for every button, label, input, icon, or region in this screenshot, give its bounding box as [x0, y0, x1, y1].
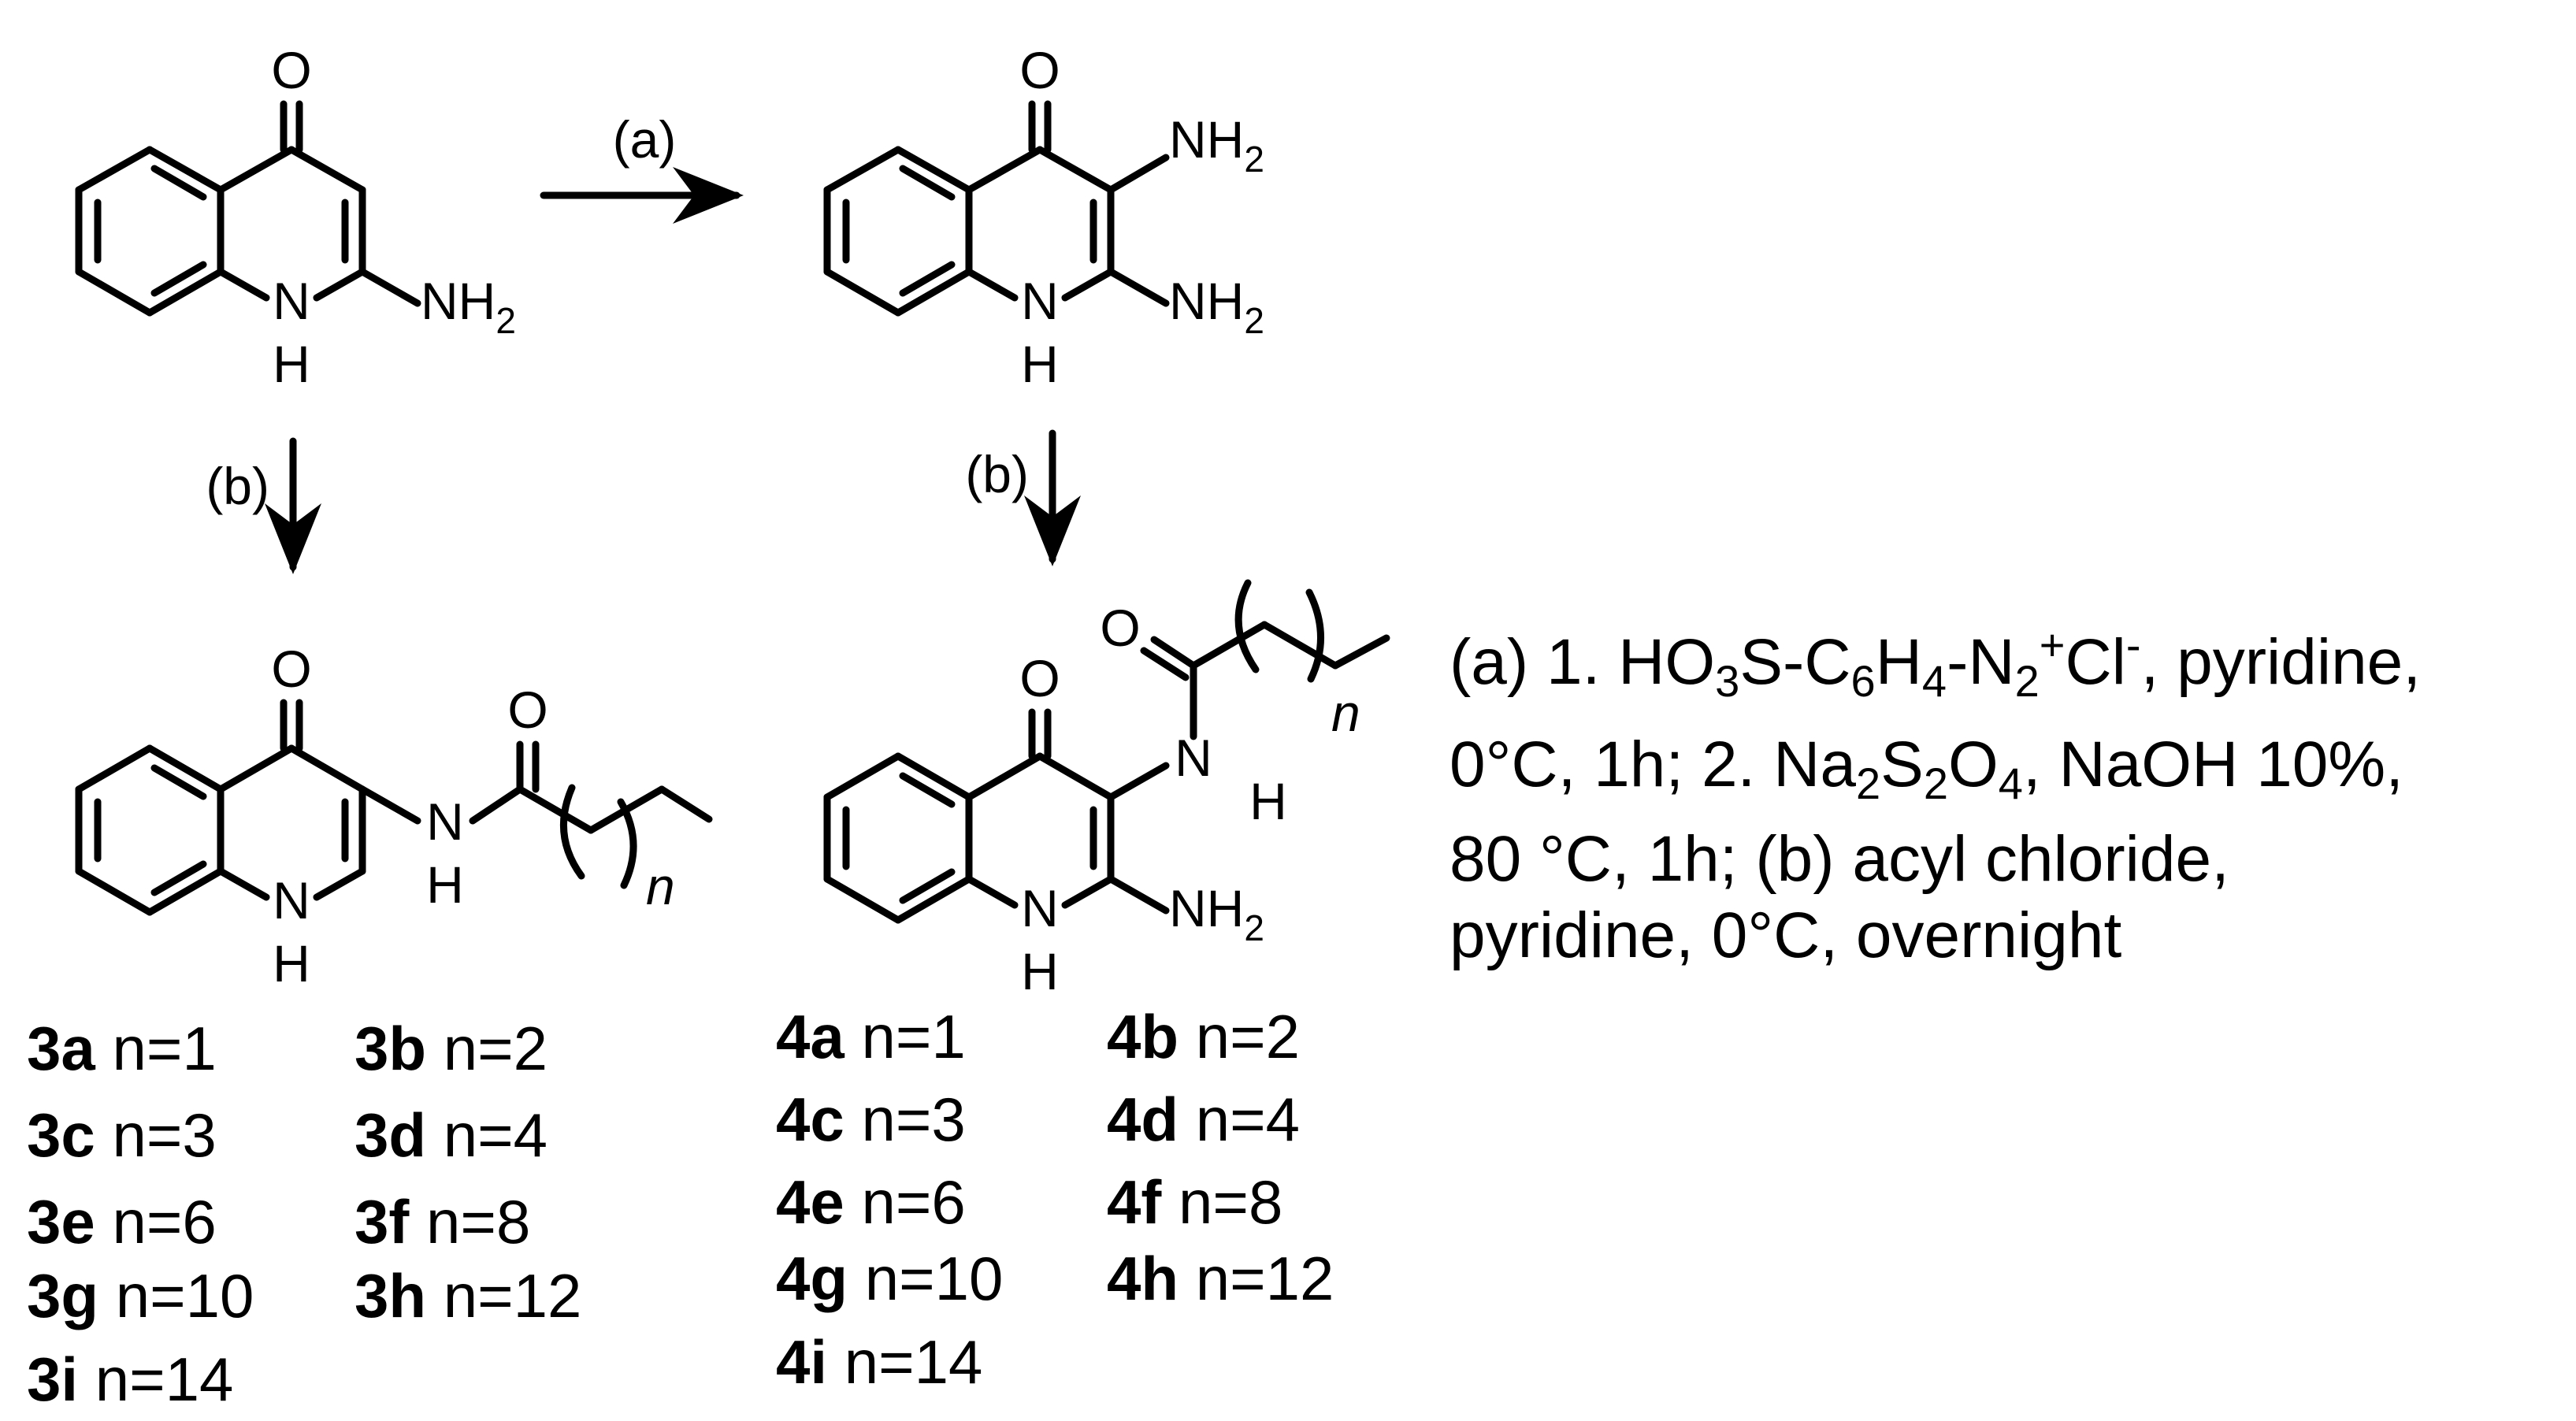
amide-hydrogen-label: H — [426, 855, 464, 914]
compound-4a: 4a n=1 — [776, 1002, 966, 1071]
amide-nitrogen-label: N — [426, 792, 464, 851]
nitrogen-label: N — [1021, 272, 1059, 330]
arrow-a-label: (a) — [613, 110, 677, 169]
molecule-starting-material: O N H NH2 — [75, 41, 516, 393]
compound-4g: 4g n=10 — [776, 1244, 1003, 1313]
compound-3a: 3a n=1 — [27, 1014, 217, 1083]
reaction-conditions: (a) 1. HO3S-C6H4-N2+Cl-, pyridine, 0°C, … — [1449, 620, 2421, 971]
conditions-line-3: 80 °C, 1h; (b) acyl chloride, — [1449, 823, 2229, 895]
series-3-table: 3a n=1 3b n=2 3c n=3 3d n=4 3e n=6 3f n=… — [27, 1014, 581, 1414]
arrow-b-left-label: (b) — [206, 457, 269, 515]
repeat-n-label: n — [646, 857, 675, 915]
conditions-line-1: (a) 1. HO3S-C6H4-N2+Cl-, pyridine, — [1449, 620, 2421, 706]
compound-4f: 4f n=8 — [1107, 1167, 1282, 1237]
nitrogen-label: N — [1021, 879, 1059, 937]
molecule-product-4: O N H NH2 N H O n — [823, 579, 1390, 1000]
amine-label: NH2 — [421, 272, 516, 341]
amide-hydrogen-label: H — [1249, 772, 1287, 830]
arrow-b-right: (b) — [965, 429, 1081, 566]
compound-3e: 3e n=6 — [27, 1187, 217, 1256]
amine-nh: NH — [421, 272, 496, 330]
hydrogen-label: H — [273, 934, 310, 992]
compound-4i: 4i n=14 — [776, 1327, 982, 1397]
repeat-n-label: n — [1331, 684, 1360, 742]
amine-label: NH2 — [1169, 879, 1264, 948]
amide-nitrogen-label: N — [1175, 729, 1212, 787]
compound-3b: 3b n=2 — [354, 1014, 547, 1083]
arrow-b-right-label: (b) — [965, 445, 1029, 503]
oxygen-label: O — [1019, 41, 1060, 99]
series-4-table: 4a n=1 4b n=2 4c n=3 4d n=4 4e n=6 4f n=… — [776, 1002, 1334, 1397]
oxygen-label: O — [1019, 649, 1060, 707]
nitrogen-label: N — [273, 871, 310, 929]
molecule-product-3: O N H N H O n — [75, 640, 713, 992]
amine-label-3: NH2 — [1169, 110, 1264, 180]
compound-4b: 4b n=2 — [1107, 1002, 1300, 1071]
amine-label-2: NH2 — [1169, 272, 1264, 341]
oxygen-label: O — [271, 640, 311, 698]
amine-subscript: 2 — [496, 300, 516, 341]
arrow-a: (a) — [540, 110, 744, 224]
carbonyl-oxygen-label: O — [507, 681, 547, 739]
oxygen-label: O — [271, 41, 311, 99]
compound-3f: 3f n=8 — [354, 1187, 530, 1256]
compound-3i: 3i n=14 — [27, 1345, 233, 1414]
conditions-line-4: pyridine, 0°C, overnight — [1449, 900, 2121, 971]
hydrogen-label: H — [1021, 335, 1059, 393]
hydrogen-label: H — [273, 335, 310, 393]
compound-3h: 3h n=12 — [354, 1261, 581, 1330]
nitrogen-label: N — [273, 272, 310, 330]
compound-4h: 4h n=12 — [1107, 1244, 1334, 1313]
carbonyl-oxygen-label: O — [1100, 599, 1140, 657]
hydrogen-label: H — [1021, 942, 1059, 1000]
molecule-diamine-intermediate: O N H NH2 NH2 — [823, 41, 1264, 393]
conditions-line-2: 0°C, 1h; 2. Na2S2O4, NaOH 10%, — [1449, 729, 2403, 808]
arrow-b-left: (b) — [206, 437, 321, 574]
compound-4d: 4d n=4 — [1107, 1085, 1300, 1154]
compound-4c: 4c n=3 — [776, 1085, 966, 1154]
compound-3c: 3c n=3 — [27, 1100, 217, 1170]
compound-3g: 3g n=10 — [27, 1261, 254, 1330]
compound-3d: 3d n=4 — [354, 1100, 547, 1170]
compound-4e: 4e n=6 — [776, 1167, 966, 1237]
